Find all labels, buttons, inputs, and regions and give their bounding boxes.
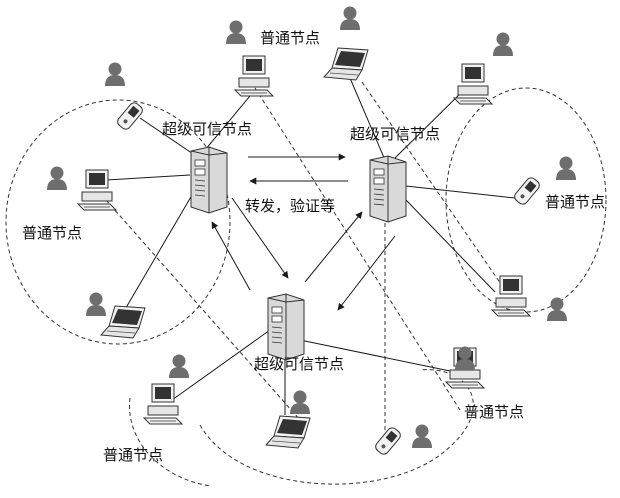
laptop-icon — [324, 48, 368, 80]
forward-arrows — [212, 157, 395, 310]
forward-label: 转发，验证等 — [245, 198, 335, 214]
desktop-computer-icon — [78, 170, 116, 210]
server-icon — [268, 294, 304, 360]
server-icon — [191, 147, 227, 213]
super-node-label: 超级可信节点 — [162, 121, 254, 137]
mobile-phone-icon — [374, 426, 403, 456]
user-icon — [556, 157, 576, 181]
mobile-phone-icon — [116, 101, 145, 131]
cluster-bottom — [200, 370, 473, 485]
link-sn1-laptop-left — [120, 195, 192, 318]
user-icon — [340, 7, 360, 31]
user-icon — [86, 293, 106, 317]
normal-node-label: 普通节点 — [260, 30, 320, 46]
desktop-computer-icon — [492, 276, 530, 316]
desktop-computer-icon — [454, 64, 492, 104]
link-sn2-desktop-right — [395, 86, 468, 158]
normal-node-label: 普通节点 — [464, 404, 524, 420]
user-icon — [493, 33, 513, 57]
normal-node-label: 普通节点 — [103, 447, 163, 463]
super-node-label: 超级可信节点 — [350, 126, 442, 142]
user-icon — [412, 425, 432, 449]
user-icon — [105, 63, 125, 87]
user-icon — [169, 355, 189, 379]
desktop-computer-icon — [144, 384, 182, 424]
normal-node-label: 普通节点 — [545, 194, 605, 210]
mobile-phone-icon — [513, 176, 542, 206]
laptop-icon — [101, 306, 145, 338]
link-sn2-desktop-bottom — [406, 200, 495, 292]
laptop-icon — [266, 416, 310, 448]
user-icon — [290, 391, 310, 415]
user-icon — [547, 298, 567, 322]
arrow-sn3-to-sn1 — [212, 222, 250, 290]
user-icon — [226, 21, 246, 45]
user-icon — [47, 167, 67, 191]
link-sn2-phone — [406, 186, 515, 198]
desktop-computer-icon — [235, 56, 273, 96]
link-sn1-desktop-left — [106, 175, 190, 180]
normal-node-label: 普通节点 — [22, 225, 82, 241]
server-icon — [370, 156, 406, 222]
arrow-sn3-to-sn2 — [305, 212, 362, 282]
arrow-sn2-to-sn3 — [338, 236, 395, 310]
super-node-label: 超级可信节点 — [254, 356, 346, 372]
